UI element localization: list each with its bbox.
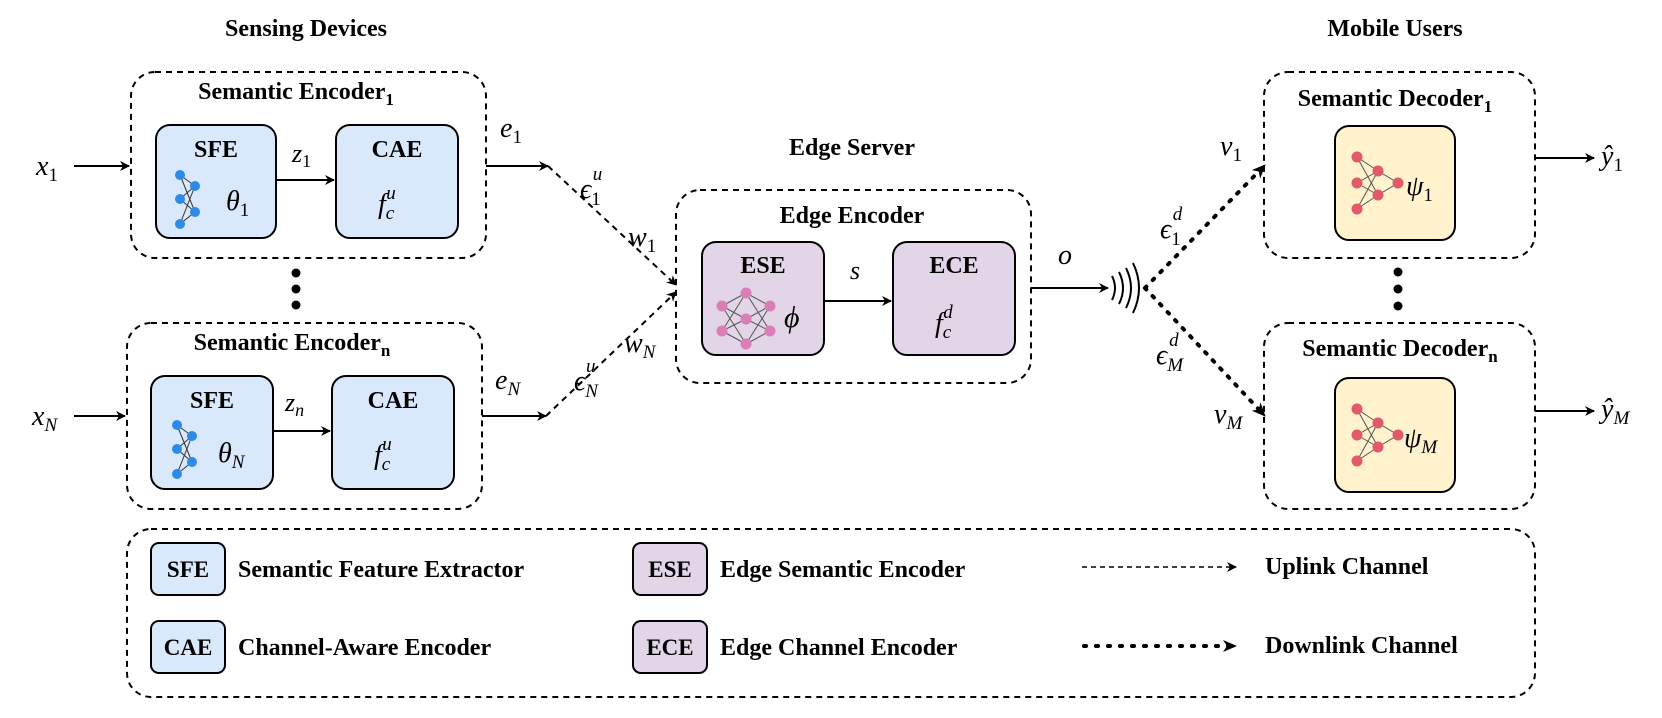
- y1-label: ŷ1: [1598, 141, 1623, 176]
- cae-label-1: CAE: [372, 137, 423, 163]
- legend-sfe-swatch: [150, 542, 226, 596]
- semantic-encoder-1-box: [130, 71, 487, 259]
- zn-label: zn: [284, 388, 304, 420]
- mobile-users-title: Mobile Users: [1327, 16, 1462, 42]
- o-label: o: [1058, 240, 1072, 271]
- legend-uplink-label: Uplink Channel: [1265, 554, 1429, 580]
- downlink-channel-1: [1143, 163, 1267, 290]
- s-label: s: [850, 256, 860, 285]
- downlink-channel-m: [1143, 286, 1267, 418]
- eps-u-n-label: ϵNu: [574, 356, 599, 402]
- semantic-encoder-n-title: Semantic Encodern: [194, 330, 391, 360]
- e1-label: e1: [500, 113, 522, 148]
- semantic-decoder-1-title: Semantic Decoder1: [1298, 86, 1492, 116]
- legend-cae-desc: Channel-Aware Encoder: [238, 635, 491, 661]
- fc-d-label: fcd: [935, 302, 953, 343]
- legend-ese-desc: Edge Semantic Encoder: [720, 557, 966, 583]
- legend-cae-abbr: CAE: [164, 635, 213, 660]
- theta-n-label: θN: [218, 438, 246, 473]
- fc-u-label-1: fcu: [378, 183, 396, 224]
- z1-label: z1: [291, 139, 311, 171]
- neural-net-icon: [175, 170, 200, 229]
- legend-sfe-desc: Semantic Feature Extractor: [238, 557, 524, 583]
- legend-ece-desc: Edge Channel Encoder: [720, 635, 958, 661]
- neural-net-icon: [1351, 403, 1404, 467]
- legend-sfe-abbr: SFE: [167, 557, 209, 582]
- phi-label: ϕ: [784, 301, 800, 334]
- theta-1-label: θ1: [226, 186, 249, 221]
- eps-d-1-label: ϵ1d: [1160, 204, 1183, 250]
- sensing-devices-title: Sensing Devices: [225, 16, 387, 42]
- neural-net-icon: [716, 287, 776, 350]
- semantic-decoder-1-box: [1263, 71, 1536, 259]
- en-label: eN: [495, 365, 521, 400]
- ece-block: [892, 241, 1016, 356]
- encoder-ellipsis: [291, 268, 301, 310]
- legend-box: [126, 528, 1536, 698]
- eps-d-m-label: ϵMd: [1156, 330, 1184, 376]
- uplink-channel-1: [547, 165, 677, 286]
- legend-ece-abbr: ECE: [646, 635, 693, 660]
- semantic-encoder-n-box: [126, 322, 483, 510]
- cae-block-n: [331, 375, 455, 490]
- ece-label: ECE: [929, 253, 978, 279]
- legend-downlink-label: Downlink Channel: [1265, 633, 1458, 659]
- cae-label-n: CAE: [368, 388, 419, 414]
- decoder-ellipsis: [1393, 267, 1403, 311]
- ese-block: [701, 241, 825, 356]
- v1-label: v1: [1220, 131, 1242, 166]
- neural-net-icon: [172, 420, 197, 479]
- vm-label: vM: [1214, 399, 1243, 434]
- neural-net-icon: [1351, 151, 1404, 215]
- antenna-icon: [1111, 262, 1140, 314]
- ym-label: ŷM: [1598, 394, 1630, 429]
- edge-encoder-title: Edge Encoder: [780, 203, 925, 229]
- sfe-label-n: SFE: [190, 388, 234, 414]
- semantic-decoder-n-title: Semantic Decodern: [1302, 336, 1498, 366]
- w1-label: w1: [628, 222, 656, 257]
- xn-label: xN: [31, 401, 58, 436]
- x1-label: x1: [35, 151, 58, 186]
- legend-ese-swatch: [632, 542, 708, 596]
- psi-1-label: ψ1: [1406, 171, 1433, 206]
- legend-cae-swatch: [150, 620, 226, 674]
- semantic-decoder-n-box: [1263, 322, 1536, 510]
- legend-ece-swatch: [632, 620, 708, 674]
- ese-label: ESE: [740, 253, 785, 279]
- legend-ese-abbr: ESE: [648, 557, 691, 582]
- uplink-channel-n: [545, 291, 677, 417]
- fc-u-label-n: fcu: [374, 434, 392, 475]
- cae-block-1: [335, 124, 459, 239]
- edge-server-title: Edge Server: [789, 135, 915, 161]
- eps-u-1-label: ϵ1u: [580, 164, 602, 210]
- sfe-label-1: SFE: [194, 137, 238, 163]
- psi-m-label: ψM: [1404, 423, 1438, 458]
- sfe-block-n: [150, 375, 274, 490]
- semantic-encoder-1-title: Semantic Encoder1: [198, 79, 394, 109]
- wn-label: wN: [624, 328, 657, 363]
